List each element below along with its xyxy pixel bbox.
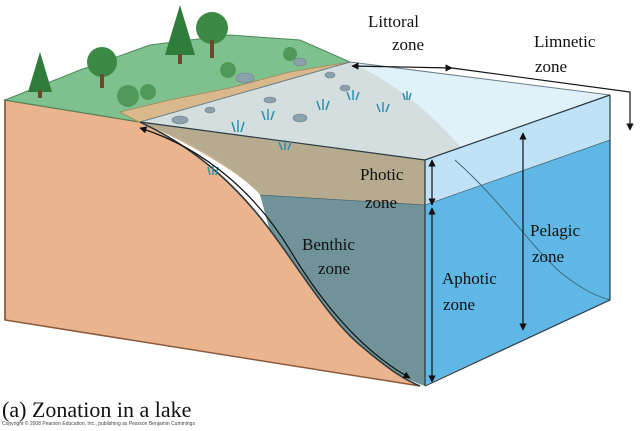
benthic-zone-label: Benthic [302, 235, 355, 254]
copyright-notice: Copyright © 2008 Pearson Education, Inc.… [2, 421, 195, 427]
limnetic-arrow [451, 67, 634, 131]
photic-zone-label: Photic [360, 165, 404, 184]
benthic-zone-label: zone [318, 259, 350, 278]
tree-icon [165, 5, 195, 64]
aphotic-zone-label: zone [443, 295, 475, 314]
littoral-arrow [351, 62, 453, 72]
tree-icon [87, 47, 117, 88]
aphotic-zone-label: Aphotic [442, 269, 497, 288]
water-side-deep [425, 140, 610, 385]
pelagic-zone-label: Pelagic [530, 221, 580, 240]
limnetic-zone-label: Limnetic [534, 32, 596, 51]
side-floor-profile [454, 159, 611, 301]
figure-caption: (a) Zonation in a lake [2, 397, 192, 422]
benthic-arrow [139, 126, 411, 379]
shrub-icon [117, 47, 297, 107]
limnetic-zone-label: zone [535, 57, 567, 76]
photic-zone-label: zone [365, 193, 397, 212]
littoral-zone-label: zone [392, 35, 424, 54]
tree-icon [196, 12, 228, 58]
pelagic-zone-label: zone [532, 247, 564, 266]
rock-icon [171, 57, 351, 125]
littoral-zone-label: Littoral [368, 12, 419, 31]
tree-icon [28, 52, 52, 98]
water-side-photic [425, 95, 610, 205]
